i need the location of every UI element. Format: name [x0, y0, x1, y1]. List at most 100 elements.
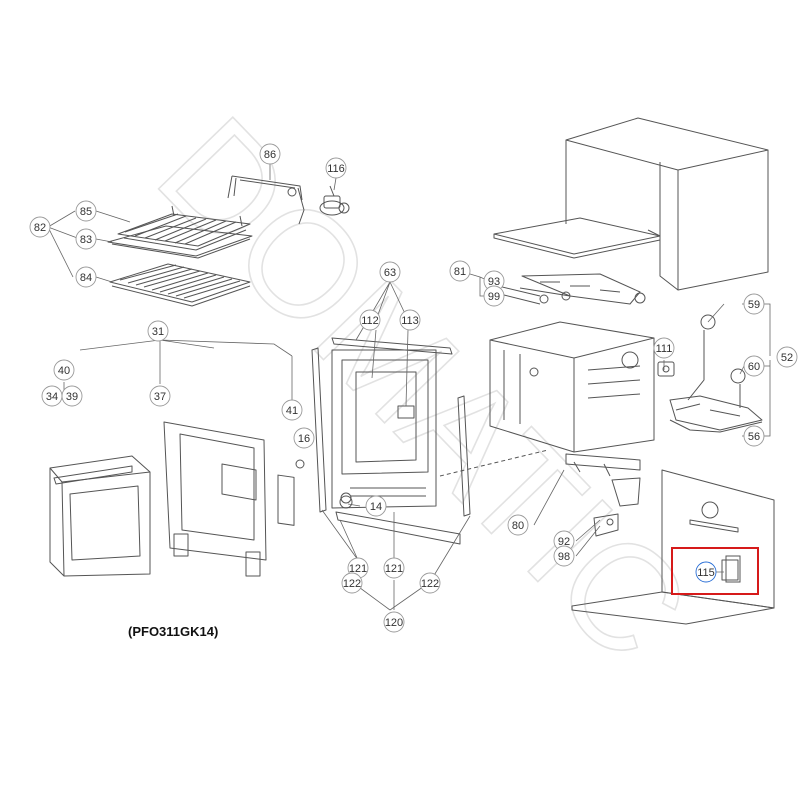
callout-number: 92: [558, 536, 570, 548]
callout-56: 56: [743, 425, 765, 447]
callout-41: 41: [281, 399, 303, 421]
callout-number: 121: [385, 563, 403, 575]
part-84-grid: [109, 263, 251, 307]
callout-number: 31: [152, 326, 164, 338]
callout-number: 16: [298, 433, 310, 445]
callout-86: 86: [259, 143, 281, 165]
part-52-gas-valve: [669, 314, 763, 433]
callout-circle: [61, 385, 83, 407]
part-83-tray: [107, 225, 253, 259]
callout-120: 120: [383, 611, 405, 633]
part-116-switch: [319, 185, 350, 216]
callout-16: 16: [293, 427, 315, 449]
callout-number: 85: [80, 206, 92, 218]
part-37-inner-door: [163, 421, 267, 577]
callout-80: 80: [507, 514, 529, 536]
callout-circle: [259, 143, 281, 165]
callout-number: 41: [286, 405, 298, 417]
callout-circle: [743, 293, 765, 315]
callout-circle: [399, 309, 421, 331]
callout-111: 111: [653, 337, 675, 359]
part-93-99-injectors: [497, 285, 646, 305]
callout-122: 122: [341, 572, 363, 594]
callout-number: 82: [34, 222, 46, 234]
part-14-knob: [339, 495, 353, 509]
callout-63: 63: [379, 261, 401, 283]
callout-115: 115: [695, 561, 717, 583]
callout-circle: [147, 320, 169, 342]
callout-99: 99: [483, 285, 505, 307]
callout-number: 120: [385, 617, 403, 629]
callout-83: 83: [75, 228, 97, 250]
callout-92: 92: [553, 530, 575, 552]
watermark: DOMATIC: [126, 85, 721, 693]
callout-number: 80: [512, 520, 524, 532]
callout-circle: [53, 359, 75, 381]
callout-circle: [293, 427, 315, 449]
callout-circle: [743, 355, 765, 377]
part-80-rail: [565, 453, 641, 507]
callout-number: 83: [80, 234, 92, 246]
callout-circle: [507, 514, 529, 536]
part-34-outer-door: [49, 455, 151, 577]
callout-34: 34: [41, 385, 63, 407]
callout-circle: [325, 157, 347, 179]
cabinet-side-panel: [571, 469, 775, 625]
callout-number: 122: [343, 578, 361, 590]
callout-circle: [75, 266, 97, 288]
callout-number: 40: [58, 365, 70, 377]
callout-number: 113: [401, 315, 419, 327]
callout-84: 84: [75, 266, 97, 288]
callout-number: 121: [349, 563, 367, 575]
callout-circle: [743, 425, 765, 447]
frame-trims: [311, 337, 471, 545]
cabinet-top-panel: [493, 217, 661, 259]
callout-number: 111: [656, 343, 673, 355]
callout-116: 116: [325, 157, 347, 179]
callout-number: 34: [46, 391, 58, 403]
callout-93: 93: [483, 270, 505, 292]
callout-circle: [379, 261, 401, 283]
callout-number: 60: [748, 361, 760, 373]
callout-number: 93: [488, 276, 500, 288]
part-86-bracket: [227, 175, 305, 225]
highlight-box-115: [671, 547, 759, 595]
callout-circle: [419, 572, 441, 594]
callout-number: 122: [421, 578, 439, 590]
callout-81: 81: [449, 260, 471, 282]
callout-circle: [359, 309, 381, 331]
cabinet-outer-shell: [565, 117, 769, 291]
callout-circle: [75, 200, 97, 222]
callout-number: 98: [558, 551, 570, 563]
callout-number: 81: [454, 266, 466, 278]
callout-85: 85: [75, 200, 97, 222]
callout-82: 82: [29, 216, 51, 238]
part-85-wire-shelf: [117, 205, 251, 251]
callout-39: 39: [61, 385, 83, 407]
callout-circle: [483, 285, 505, 307]
callout-112: 112: [359, 309, 381, 331]
callout-circle: [383, 611, 405, 633]
callout-14: 14: [365, 495, 387, 517]
oven-cavity: [489, 321, 655, 453]
part-41-hinge: [277, 459, 305, 526]
callout-number: 59: [748, 299, 760, 311]
callout-37: 37: [149, 385, 171, 407]
callout-number: 14: [370, 501, 382, 513]
parts-drawing: [49, 117, 775, 625]
callout-number: 112: [361, 315, 379, 327]
watermark-text: DOMATIC: [127, 86, 721, 692]
callout-circle: [383, 557, 405, 579]
callout-circle: [75, 228, 97, 250]
callout-circle: [365, 495, 387, 517]
callout-121: 121: [383, 557, 405, 579]
callout-number: 37: [154, 391, 166, 403]
part-81-burner: [519, 273, 641, 305]
callout-98: 98: [553, 545, 575, 567]
part-115-bracket: [725, 555, 741, 583]
callout-number: 56: [748, 431, 760, 443]
callout-circle: [149, 385, 171, 407]
callout-circle: [776, 346, 798, 368]
